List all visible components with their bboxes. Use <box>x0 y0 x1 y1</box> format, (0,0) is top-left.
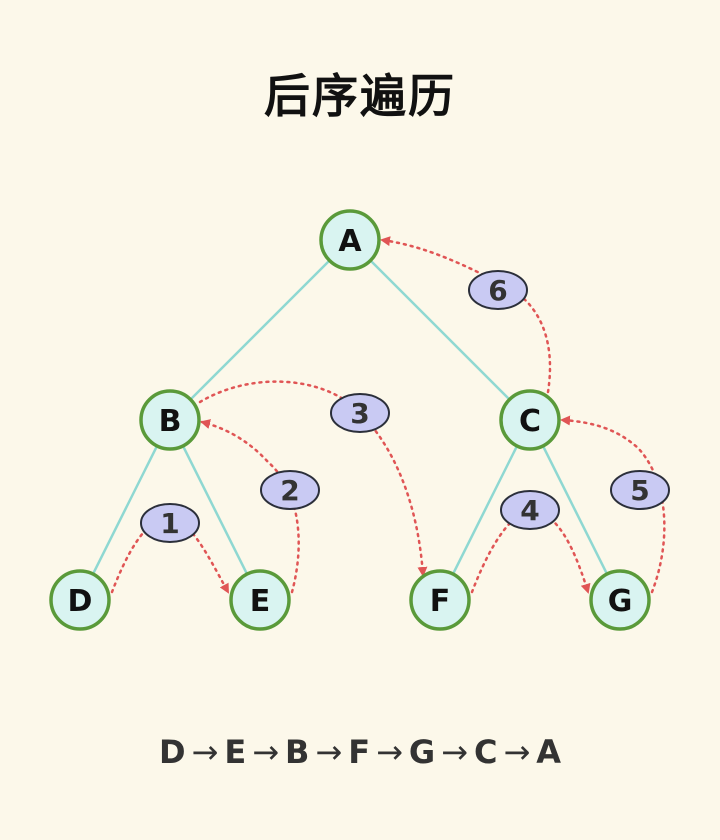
step-badge-6: 6 <box>468 270 528 310</box>
node-label: F <box>430 584 451 619</box>
badge-ellipse <box>500 490 560 530</box>
node-circle <box>319 209 381 271</box>
badge-ellipse <box>610 470 670 510</box>
node-label: C <box>519 404 541 439</box>
badge-ellipse <box>140 503 200 543</box>
badge-ellipse <box>260 470 320 510</box>
path-step-2 <box>200 419 300 594</box>
node-label: B <box>159 404 182 439</box>
node-label: D <box>68 584 93 619</box>
sequence-item: C <box>473 733 498 771</box>
step-badge-2: 2 <box>260 470 320 510</box>
sequence-arrow: → <box>252 733 280 771</box>
sequence-arrow: → <box>191 733 219 771</box>
node-circle <box>49 569 111 631</box>
step-number: 5 <box>630 474 649 507</box>
edge-A-B <box>189 259 331 401</box>
node-label: A <box>338 224 362 259</box>
sequence-arrow: → <box>315 733 343 771</box>
node-D: D <box>49 569 111 631</box>
step-number: 4 <box>520 494 539 527</box>
diagram-title: 后序遍历 <box>264 69 456 123</box>
node-circle <box>589 569 651 631</box>
node-circle <box>229 569 291 631</box>
node-circle <box>499 389 561 451</box>
step-number: 3 <box>350 397 369 430</box>
edge-B-E <box>181 445 249 575</box>
node-F: F <box>409 569 471 631</box>
step-number: 6 <box>488 274 507 307</box>
edge-A-C <box>369 259 511 401</box>
step-badge-1: 1 <box>140 503 200 543</box>
badge-ellipse <box>468 270 528 310</box>
sequence-item: E <box>224 733 247 771</box>
step-badge-3: 3 <box>330 393 390 433</box>
sequence-item: F <box>348 733 371 771</box>
step-badge-4: 4 <box>500 490 560 530</box>
path-step-4 <box>470 508 591 594</box>
sequence-arrow: → <box>376 733 403 771</box>
node-E: E <box>229 569 291 631</box>
step-badge-5: 5 <box>610 470 670 510</box>
tree-nodes: A B C D E F G <box>49 209 651 631</box>
node-B: B <box>139 389 201 451</box>
step-number: 1 <box>160 507 179 540</box>
edge-C-G <box>541 445 609 575</box>
node-A: A <box>319 209 381 271</box>
node-circle <box>409 569 471 631</box>
sequence-item: D <box>158 733 186 771</box>
edge-B-D <box>91 445 159 575</box>
sequence-item: B <box>285 733 310 771</box>
node-label: E <box>250 584 271 619</box>
badge-ellipse <box>330 393 390 433</box>
edge-C-F <box>451 445 519 575</box>
traversal-sequence: D→E→B→F→G→C→A <box>0 733 720 771</box>
sequence-item: A <box>536 733 562 771</box>
tree-edges <box>91 259 609 575</box>
path-step-6 <box>380 236 552 394</box>
node-circle <box>139 389 201 451</box>
traversal-paths <box>110 236 666 594</box>
path-step-5 <box>560 415 666 594</box>
path-step-3 <box>198 380 428 577</box>
sequence-arrow: → <box>503 733 531 771</box>
step-badges: 1 2 3 4 5 6 <box>140 270 670 543</box>
step-number: 2 <box>280 474 299 507</box>
node-G: G <box>589 569 651 631</box>
sequence-item: G <box>408 733 436 771</box>
sequence-arrow: → <box>441 733 468 771</box>
node-C: C <box>499 389 561 451</box>
node-label: G <box>608 584 633 619</box>
